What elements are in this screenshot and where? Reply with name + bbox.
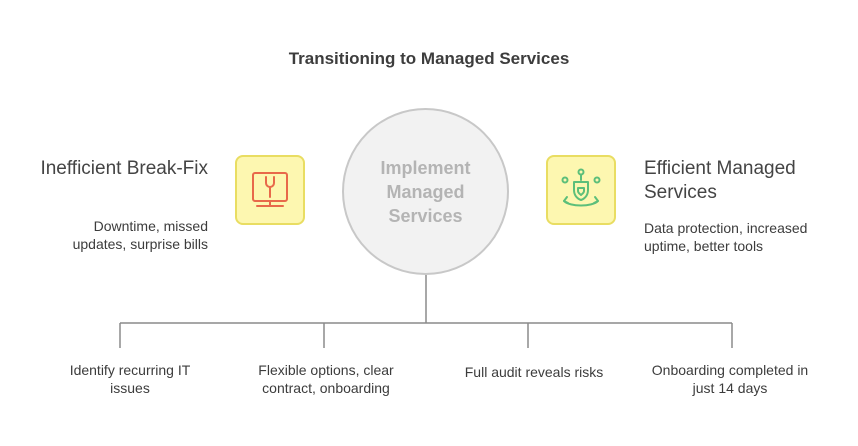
branch-label-3: Full audit reveals risks (464, 364, 604, 380)
branch-label-2: Flexible options, clear contract, onboar… (258, 362, 394, 396)
center-circle: Implement Managed Services (342, 108, 509, 275)
wrench-monitor-icon (252, 172, 288, 207)
shield-network-icon (561, 168, 601, 207)
right-description: Data protection, increased uptime, bette… (644, 220, 808, 254)
left-description: Downtime, missed updates, surprise bills (72, 218, 208, 252)
right-heading: Efficient Managed Services (644, 158, 796, 203)
right-icon-box (546, 155, 616, 225)
diagram-title: Transitioning to Managed Services (288, 49, 570, 68)
center-label: Implement Managed Services (380, 157, 471, 226)
branch-label-4: Onboarding completed in just 14 days (651, 362, 809, 396)
left-icon-box (235, 155, 305, 225)
left-heading: Inefficient Break-Fix (40, 158, 208, 179)
branch-label-1: Identify recurring IT issues (69, 362, 191, 396)
